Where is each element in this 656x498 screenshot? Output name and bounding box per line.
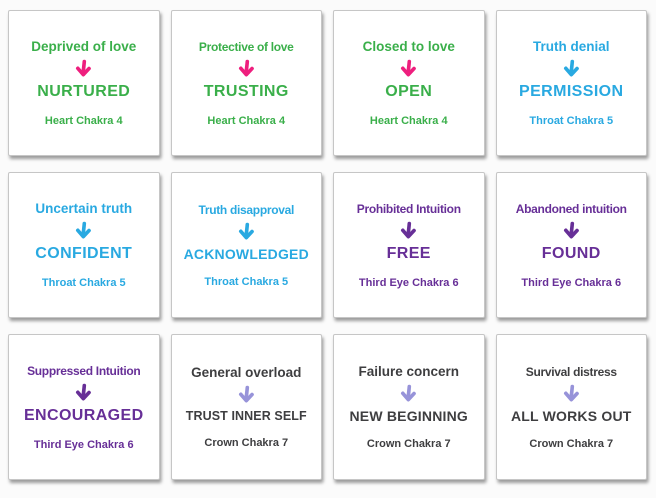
down-arrow-icon bbox=[74, 59, 93, 80]
positive-state-label: ALL WORKS OUT bbox=[510, 407, 632, 424]
negative-state-label: Protective of love bbox=[198, 39, 294, 54]
negative-state-label: Truth disapproval bbox=[198, 202, 295, 217]
positive-state-label: ACKNOWLEDGED bbox=[183, 245, 309, 262]
down-arrow-icon bbox=[237, 385, 256, 406]
chakra-label: Throat Chakra 5 bbox=[41, 277, 126, 289]
affirmation-card-8: Abandoned intuition FOUND Third Eye Chak… bbox=[495, 172, 647, 318]
affirmation-card-7: Prohibited Intuition FREE Third Eye Chak… bbox=[333, 172, 485, 318]
negative-state-label: General overload bbox=[191, 365, 302, 380]
chakra-label: Crown Chakra 7 bbox=[366, 438, 451, 450]
down-arrow-icon bbox=[562, 221, 581, 242]
affirmation-card-1: Deprived of love NURTURED Heart Chakra 4 bbox=[8, 10, 160, 156]
affirmation-card-12: Survival distress ALL WORKS OUT Crown Ch… bbox=[495, 334, 647, 480]
down-arrow-icon bbox=[237, 222, 256, 243]
positive-state-label: ENCOURAGED bbox=[23, 406, 144, 424]
affirmation-card-11: Failure concern NEW BEGINNING Crown Chak… bbox=[333, 334, 485, 480]
positive-state-label: NURTURED bbox=[37, 83, 131, 100]
negative-state-label: Truth denial bbox=[532, 39, 610, 54]
chakra-label: Third Eye Chakra 6 bbox=[358, 276, 459, 289]
negative-state-label: Closed to love bbox=[362, 39, 455, 54]
down-arrow-icon bbox=[237, 59, 256, 80]
negative-state-label: Survival distress bbox=[525, 364, 617, 379]
chakra-label: Crown Chakra 7 bbox=[204, 437, 289, 449]
affirmation-card-5: Uncertain truth CONFIDENT Throat Chakra … bbox=[8, 172, 160, 318]
chakra-label: Third Eye Chakra 6 bbox=[33, 438, 134, 451]
affirmation-card-2: Protective of love TRUSTING Heart Chakra… bbox=[170, 10, 322, 156]
negative-state-label: Suppressed Intuition bbox=[27, 363, 141, 378]
down-arrow-icon bbox=[562, 59, 581, 80]
chakra-label: Heart Chakra 4 bbox=[207, 114, 286, 127]
negative-state-label: Prohibited Intuition bbox=[356, 201, 461, 216]
down-arrow-icon bbox=[562, 384, 581, 405]
down-arrow-icon bbox=[399, 59, 418, 80]
negative-state-label: Deprived of love bbox=[31, 39, 137, 54]
chakra-label: Heart Chakra 4 bbox=[369, 115, 448, 127]
down-arrow-icon bbox=[74, 383, 93, 404]
positive-state-label: CONFIDENT bbox=[35, 245, 133, 262]
chakra-label: Heart Chakra 4 bbox=[44, 115, 123, 127]
chakra-label: Crown Chakra 7 bbox=[529, 437, 614, 450]
positive-state-label: PERMISSION bbox=[519, 83, 624, 100]
down-arrow-icon bbox=[399, 384, 418, 405]
down-arrow-icon bbox=[74, 221, 93, 242]
chakra-label: Throat Chakra 5 bbox=[529, 115, 614, 127]
affirmation-card-9: Suppressed Intuition ENCOURAGED Third Ey… bbox=[8, 334, 160, 480]
positive-state-label: TRUSTING bbox=[203, 82, 289, 100]
negative-state-label: Failure concern bbox=[358, 364, 460, 379]
affirmation-card-6: Truth disapproval ACKNOWLEDGED Throat Ch… bbox=[170, 172, 322, 318]
affirmation-card-10: General overload TRUST INNER SELF Crown … bbox=[170, 334, 322, 480]
chakra-label: Throat Chakra 5 bbox=[204, 275, 289, 288]
positive-state-label: FOUND bbox=[541, 244, 601, 262]
positive-state-label: FREE bbox=[386, 244, 431, 262]
affirmation-card-3: Closed to love OPEN Heart Chakra 4 bbox=[333, 10, 485, 156]
negative-state-label: Abandoned intuition bbox=[515, 201, 627, 216]
positive-state-label: OPEN bbox=[385, 83, 433, 100]
chakra-label: Third Eye Chakra 6 bbox=[521, 276, 622, 289]
positive-state-label: TRUST INNER SELF bbox=[185, 409, 307, 423]
down-arrow-icon bbox=[399, 221, 418, 242]
affirmation-card-4: Truth denial PERMISSION Throat Chakra 5 bbox=[495, 10, 647, 156]
negative-state-label: Uncertain truth bbox=[35, 201, 133, 216]
positive-state-label: NEW BEGINNING bbox=[349, 408, 468, 424]
